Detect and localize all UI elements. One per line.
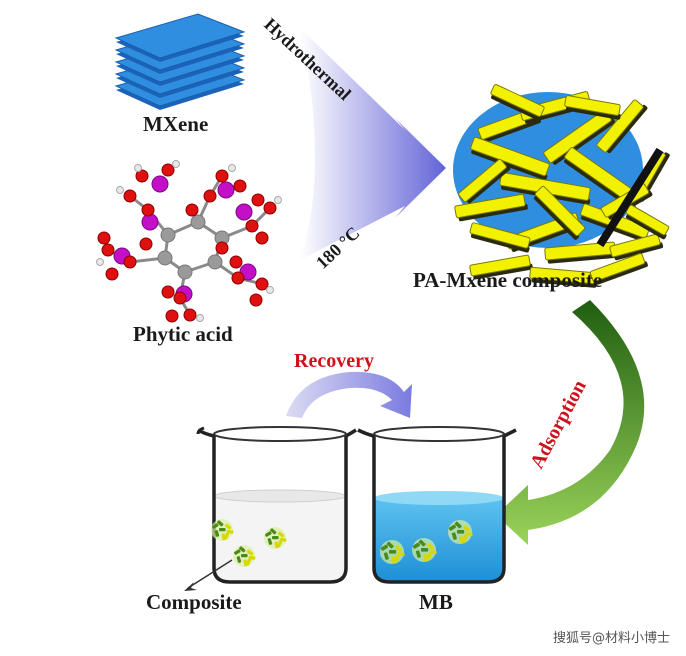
mb-label: MB: [419, 590, 453, 614]
hydrothermal-arrow: [300, 28, 446, 260]
composite-particles: [211, 519, 287, 567]
composite-beaker: [196, 426, 357, 584]
mb-particles: [380, 520, 473, 564]
recovery-label: Recovery: [294, 350, 374, 372]
composite-title-label: PA-Mxene composite: [413, 268, 603, 292]
composite-pointer-line: [187, 559, 233, 589]
recovery-arrow: [286, 371, 412, 418]
phytic-acid-molecule-icon: [96, 160, 282, 323]
composite-pointer-head: [184, 582, 197, 591]
mxene-stack-icon: [114, 13, 246, 110]
adsorption-arrow: [496, 300, 645, 545]
watermark: 搜狐号@材料小博士: [552, 631, 670, 646]
pa-mxene-composite-icon: [453, 84, 670, 288]
phytic-acid-label: Phytic acid: [133, 322, 233, 346]
mxene-label: MXene: [143, 112, 209, 136]
mb-beaker: [357, 426, 517, 584]
composite-label: Composite: [146, 590, 242, 614]
